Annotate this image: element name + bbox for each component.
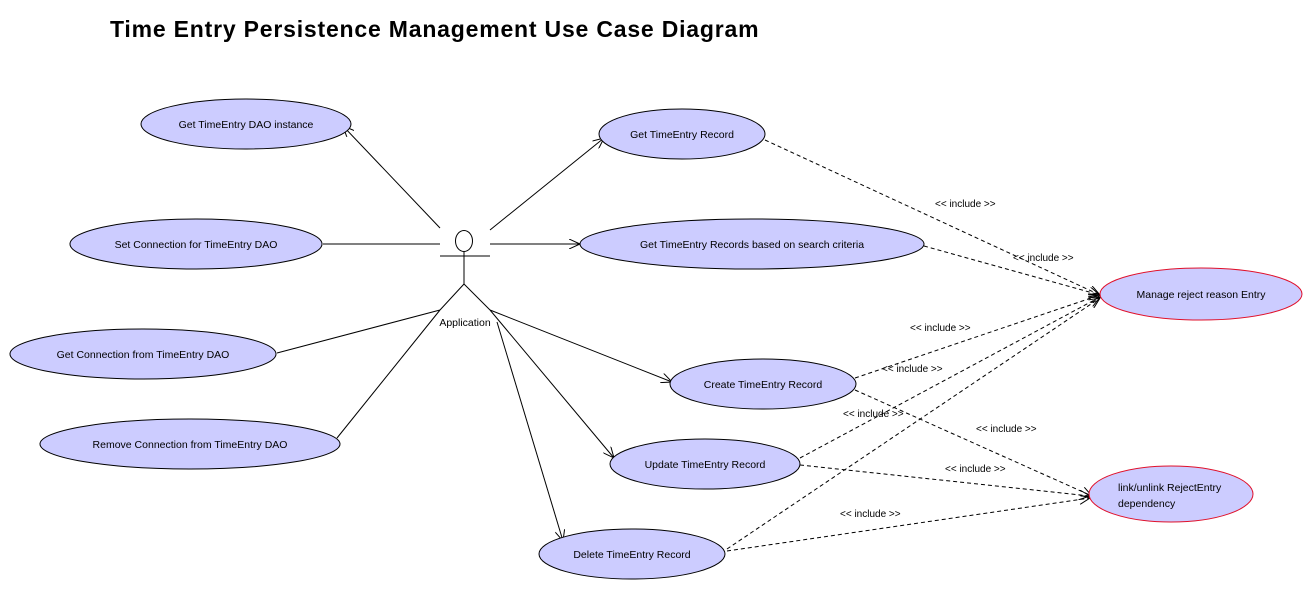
use-case-label: Get TimeEntry Record [630, 129, 734, 141]
assoc-get-dao [343, 126, 441, 229]
include-delete-link [726, 498, 1090, 552]
actor-application[interactable]: Application [439, 230, 491, 330]
assoc-get-conn [276, 309, 441, 354]
use-case-manage-reject-reason[interactable]: Manage reject reason Entry [1099, 267, 1303, 321]
actor-head [455, 230, 473, 252]
use-case-label: Create TimeEntry Record [704, 379, 823, 391]
include-label: << include >> [935, 199, 996, 210]
include-get-records-manage [923, 245, 1100, 295]
include-dependencies [726, 139, 1100, 552]
assoc-remove-conn [336, 309, 441, 439]
assoc-update [489, 309, 614, 458]
include-label: << include >> [840, 509, 901, 520]
include-label: << include >> [910, 323, 971, 334]
include-label: << include >> [976, 424, 1037, 435]
use-case-set-connection[interactable]: Set Connection for TimeEntry DAO [69, 218, 323, 270]
use-case-label: dependency [1118, 498, 1176, 510]
actor-left-leg [439, 283, 465, 311]
assoc-get-record [489, 138, 604, 231]
diagram-title: Time Entry Persistence Management Use Ca… [110, 16, 759, 42]
include-labels: << include >> << include >> << include >… [840, 199, 1074, 520]
use-case-get-connection[interactable]: Get Connection from TimeEntry DAO [9, 328, 277, 380]
use-case-link-unlink-reject[interactable]: link/unlink RejectEntry dependency [1088, 465, 1254, 523]
actor-label: Application [439, 317, 491, 329]
use-case-label: Update TimeEntry Record [645, 459, 766, 471]
use-case-update-record[interactable]: Update TimeEntry Record [609, 438, 801, 490]
include-create-manage [854, 295, 1100, 379]
include-create-link [854, 389, 1092, 496]
use-case-label: Set Connection for TimeEntry DAO [115, 239, 278, 251]
use-case-label: Get TimeEntry DAO instance [179, 119, 314, 131]
actor-associations [276, 126, 672, 541]
include-update-manage [799, 297, 1100, 459]
use-case-label: Get Connection from TimeEntry DAO [57, 349, 230, 361]
assoc-delete [496, 321, 563, 541]
use-case-label: Get TimeEntry Records based on search cr… [640, 239, 864, 251]
use-case-label: Delete TimeEntry Record [573, 549, 690, 561]
include-label: << include >> [945, 464, 1006, 475]
use-case-label: Remove Connection from TimeEntry DAO [93, 439, 288, 451]
include-delete-manage [726, 298, 1100, 550]
use-case-label: link/unlink RejectEntry [1118, 482, 1222, 494]
use-case-create-record[interactable]: Create TimeEntry Record [669, 358, 857, 410]
use-case-get-record[interactable]: Get TimeEntry Record [598, 108, 766, 160]
actor-right-leg [463, 283, 491, 311]
include-label: << include >> [882, 364, 943, 375]
use-case-remove-connection[interactable]: Remove Connection from TimeEntry DAO [39, 418, 341, 470]
use-case-delete-record[interactable]: Delete TimeEntry Record [538, 528, 726, 580]
include-label: << include >> [1013, 253, 1074, 264]
include-get-record-manage [764, 139, 1100, 295]
include-label: << include >> [843, 409, 904, 420]
use-case-label: Manage reject reason Entry [1137, 289, 1267, 301]
use-case-get-dao[interactable]: Get TimeEntry DAO instance [140, 98, 352, 150]
use-case-get-records-search[interactable]: Get TimeEntry Records based on search cr… [579, 218, 925, 270]
assoc-create [489, 309, 672, 382]
